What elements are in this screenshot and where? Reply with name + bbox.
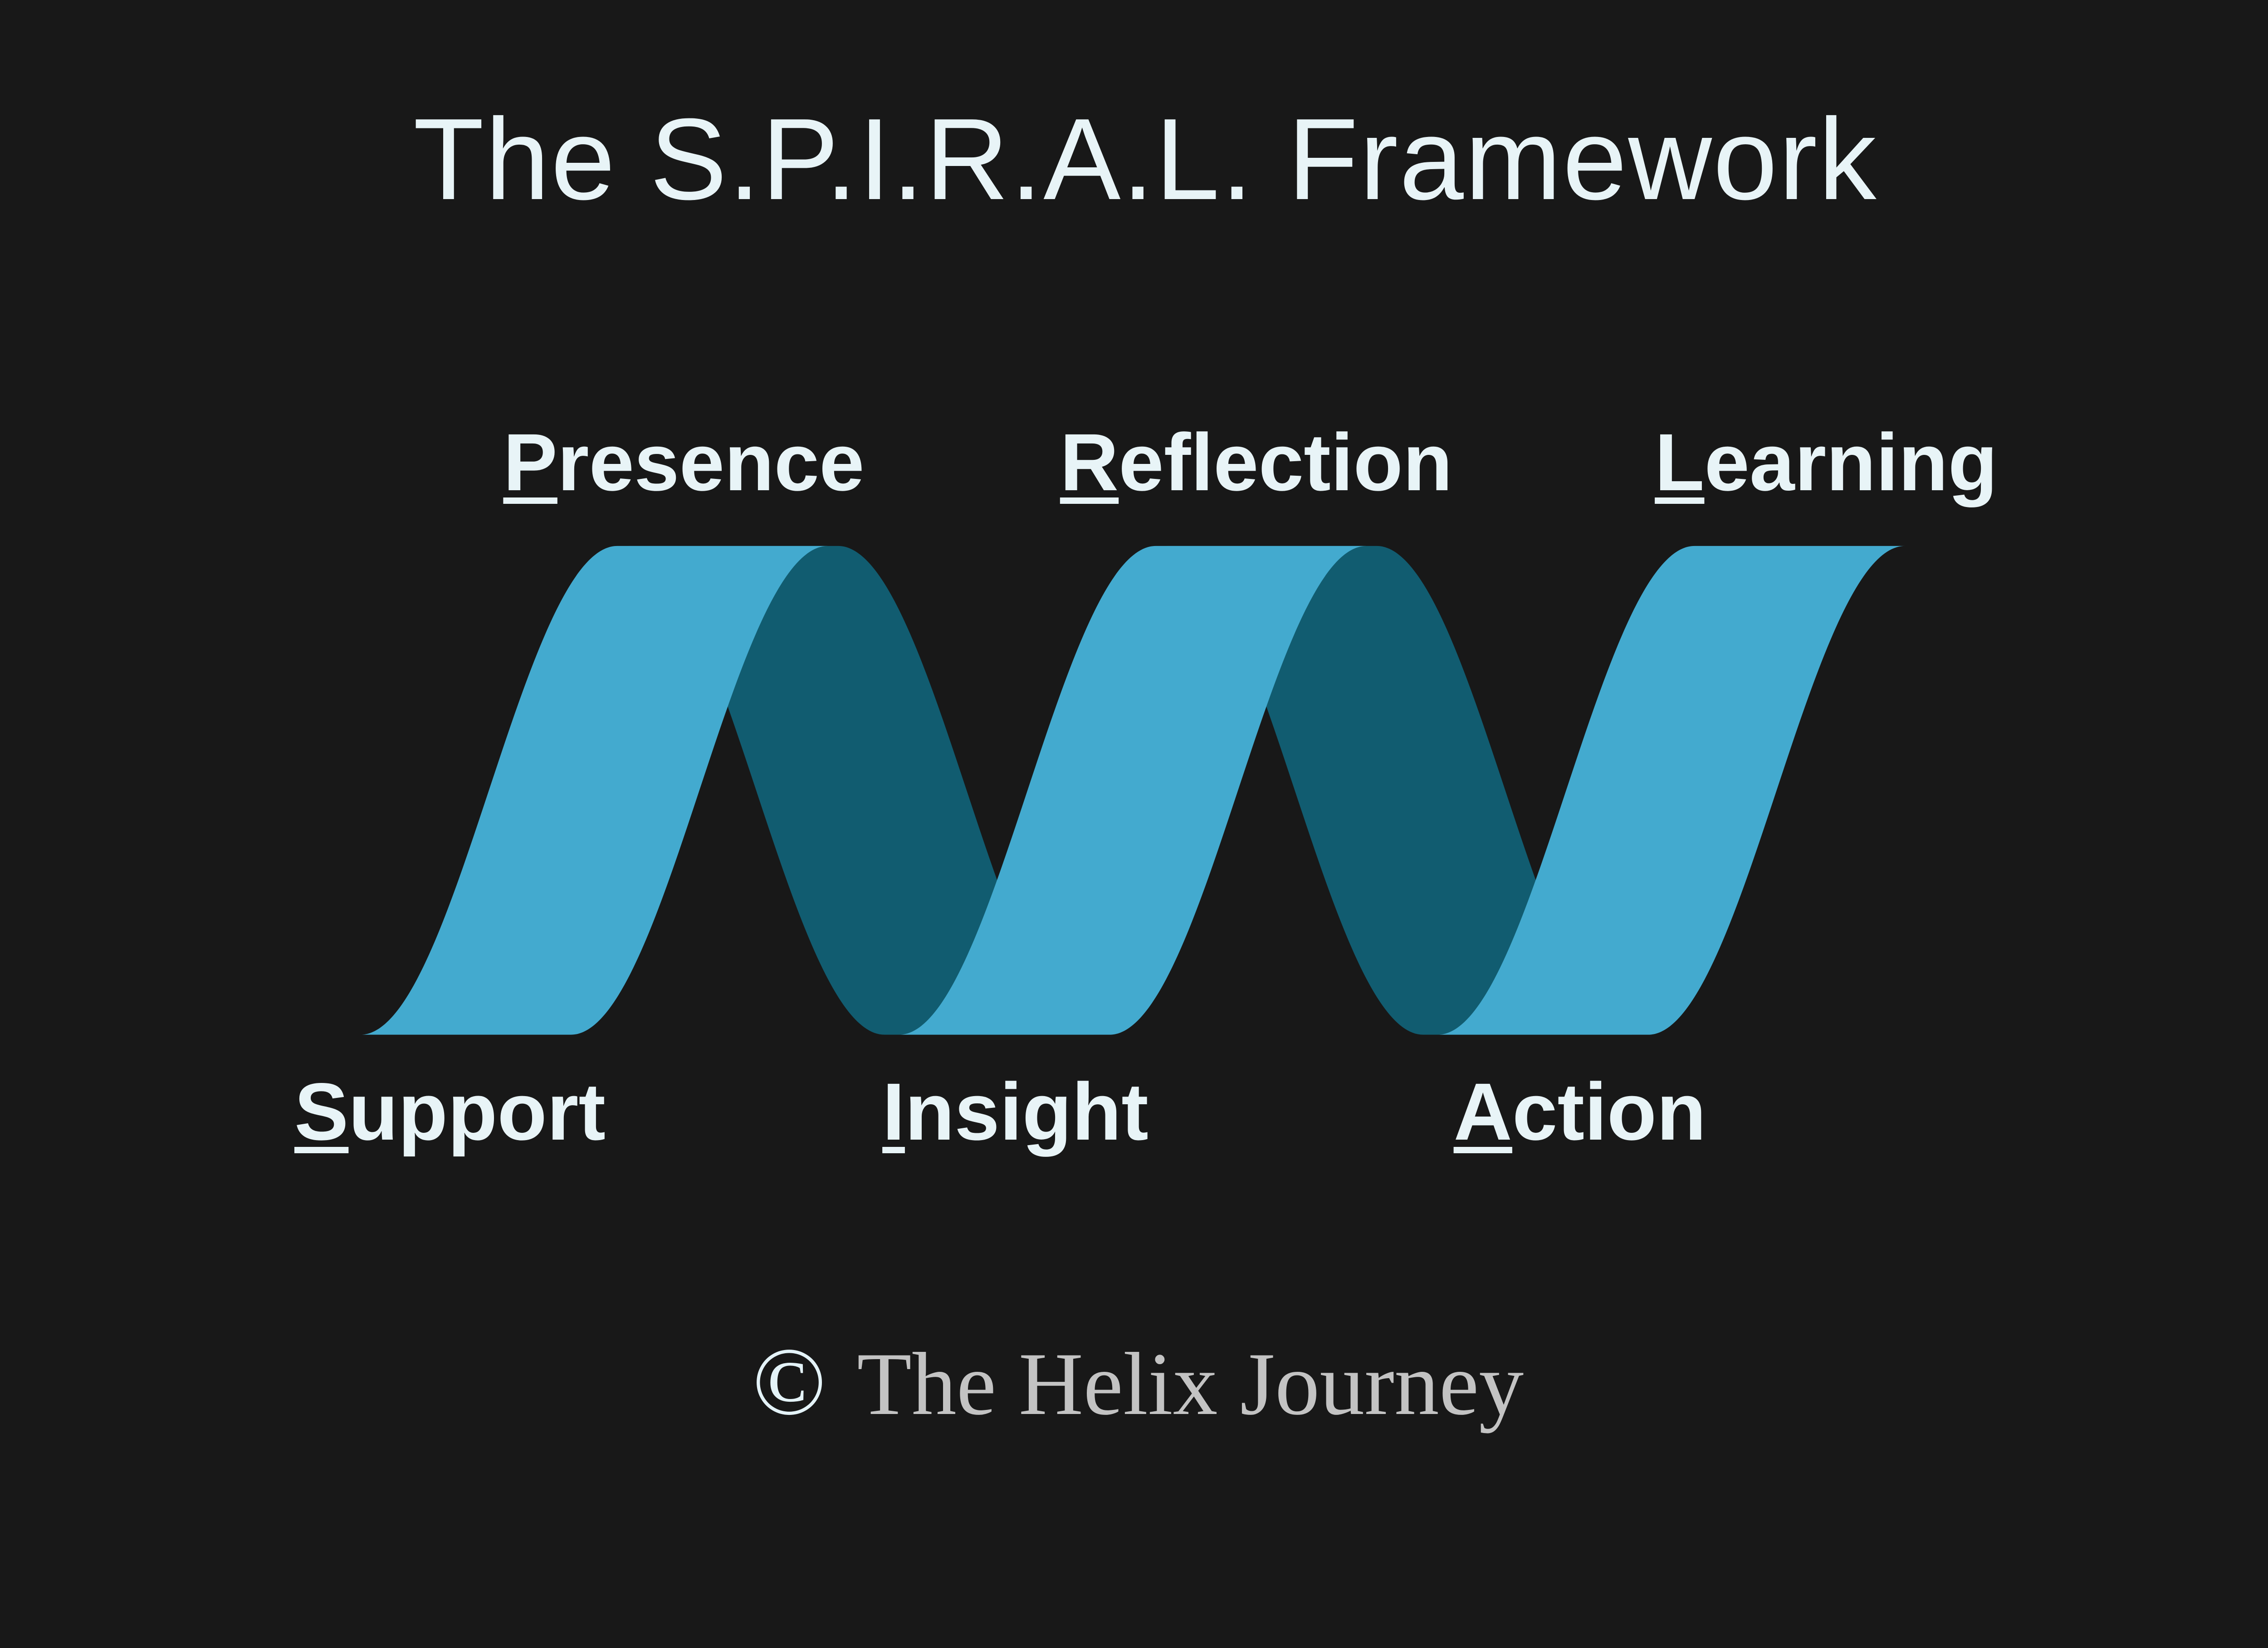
label-learning: Learning bbox=[1655, 421, 1998, 503]
label-reflection-rest: eflection bbox=[1119, 416, 1453, 507]
label-presence: Presence bbox=[503, 421, 864, 503]
ribbon-band-ascending-3 bbox=[1437, 546, 1905, 1035]
label-insight-rest: nsight bbox=[904, 1066, 1149, 1157]
label-learning-initial: L bbox=[1655, 416, 1705, 507]
label-support: Support bbox=[294, 1071, 606, 1152]
ribbon-band-ascending-2 bbox=[899, 546, 1367, 1035]
copyright-footer: ©The Helix Journey bbox=[753, 1334, 1524, 1430]
label-learning-rest: earning bbox=[1704, 416, 1998, 507]
ribbon-band-descending-1 bbox=[627, 546, 1095, 1035]
label-presence-rest: resence bbox=[557, 416, 865, 507]
label-insight-initial: I bbox=[882, 1066, 905, 1157]
label-support-initial: S bbox=[294, 1066, 349, 1157]
copyright-text: The Helix Journey bbox=[857, 1334, 1524, 1434]
label-action: Action bbox=[1454, 1071, 1706, 1152]
spiral-framework-infographic: The S.P.I.R.A.L. Framework Presence Refl… bbox=[294, 94, 1998, 1430]
label-support-rest: upport bbox=[348, 1066, 606, 1157]
ribbon-band-ascending-1 bbox=[360, 546, 828, 1035]
page-title: The S.P.I.R.A.L. Framework bbox=[413, 94, 1878, 224]
label-presence-initial: P bbox=[503, 416, 557, 507]
copyright-icon: © bbox=[752, 1328, 826, 1436]
label-reflection-initial: R bbox=[1060, 416, 1119, 507]
label-action-rest: ction bbox=[1512, 1066, 1706, 1157]
label-action-initial: A bbox=[1453, 1066, 1512, 1157]
ribbon-band-descending-2 bbox=[1166, 546, 1634, 1035]
label-insight: Insight bbox=[882, 1071, 1149, 1152]
label-reflection: Reflection bbox=[1060, 421, 1452, 503]
spiral-ribbon-graphic bbox=[360, 546, 1905, 1035]
